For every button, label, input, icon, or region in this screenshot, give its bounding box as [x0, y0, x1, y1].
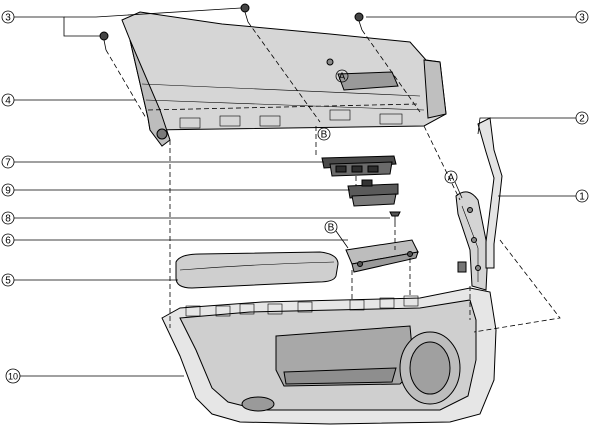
- clip-fastener-right: [354, 12, 364, 31]
- svg-text:8: 8: [5, 214, 11, 225]
- screw: [389, 211, 401, 222]
- svg-text:4: 4: [5, 96, 11, 107]
- switch-panel: [321, 155, 397, 177]
- weatherstrip: [477, 117, 503, 269]
- callout-3-left: 3: [1, 10, 15, 24]
- svg-text:2: 2: [579, 114, 585, 125]
- armrest: [175, 251, 339, 289]
- callout-6: 6: [1, 233, 15, 247]
- svg-text:3: 3: [5, 13, 11, 24]
- svg-text:10: 10: [8, 372, 18, 382]
- svg-text:A: A: [448, 173, 455, 184]
- clip-fastener-middle: [240, 3, 250, 23]
- callout-7: 7: [1, 155, 15, 169]
- svg-text:6: 6: [5, 236, 11, 247]
- callout-4: 4: [1, 93, 15, 107]
- letter-marker-b-armrest: B: [324, 220, 349, 249]
- callout-3-right: 3: [575, 10, 589, 24]
- svg-text:B: B: [321, 130, 328, 141]
- letter-marker-a-upper: A: [335, 69, 349, 83]
- letter-marker-a-side: A: [444, 170, 463, 199]
- svg-text:A: A: [339, 72, 346, 83]
- armrest-bracket: [345, 239, 419, 273]
- callout-8: 8: [1, 211, 15, 225]
- callout-2: 2: [575, 111, 589, 125]
- svg-text:9: 9: [5, 186, 11, 197]
- leader-lines: [14, 7, 576, 377]
- front-garnish: [455, 191, 489, 291]
- svg-text:3: 3: [579, 13, 585, 24]
- svg-text:B: B: [328, 223, 335, 234]
- svg-text:7: 7: [5, 158, 11, 169]
- svg-text:1: 1: [579, 192, 585, 203]
- switch-bracket: [347, 179, 399, 207]
- clip-fastener-left: [99, 31, 109, 51]
- upper-trim-panel: [121, 11, 447, 147]
- door-trim-panel: [161, 287, 497, 425]
- callout-9: 9: [1, 183, 15, 197]
- letter-marker-b-upper: B: [317, 127, 331, 141]
- assembly-guides: [105, 21, 561, 333]
- callout-10: 10: [5, 368, 21, 384]
- callout-1: 1: [575, 189, 589, 203]
- svg-text:5: 5: [5, 276, 11, 287]
- callout-5: 5: [1, 273, 15, 287]
